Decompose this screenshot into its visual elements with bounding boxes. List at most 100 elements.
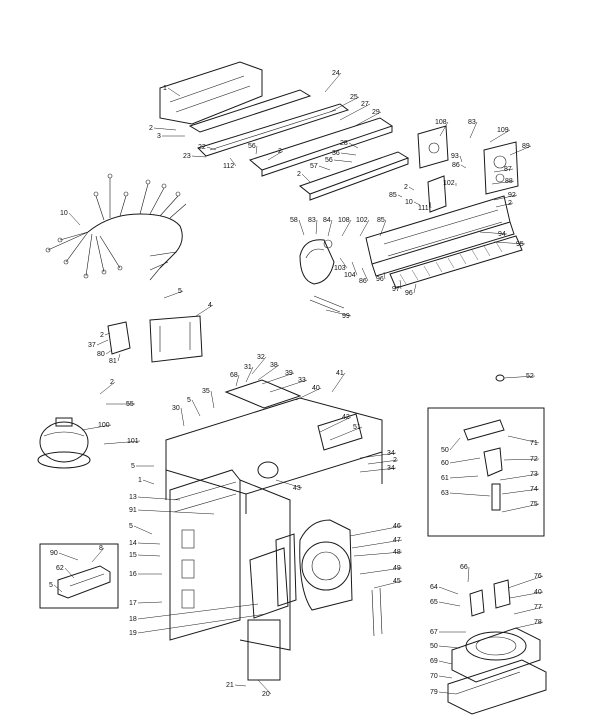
leader-line-c112 [229,157,237,167]
leader-line-c58 [298,219,305,236]
leader-line-c108b [341,219,352,237]
part-callout-c10b: 10 [60,210,68,217]
part-callout-c101: 101 [127,438,139,445]
leader-line-c64 [438,586,459,595]
leader-line-c63 [449,492,491,497]
leader-line-c48 [353,551,403,557]
leader-line-c74 [501,488,540,495]
leader-line-c103 [339,257,348,269]
leader-line-c10b [68,212,81,226]
part-callout-c76: 76 [534,573,542,580]
leader-line-c20 [257,679,272,695]
leader-line-c66 [467,566,470,583]
part-callout-c91: 91 [129,507,137,514]
part-callout-c47: 47 [393,537,401,544]
leader-line-c1b [142,479,155,485]
part-callout-c56b: 56 [325,157,333,164]
part-callout-c89: 89 [522,143,530,150]
part-callout-c103: 103 [334,265,346,272]
part-callout-c96b: 96 [405,290,413,297]
leader-line-c5b [191,399,201,417]
part-callout-c108b: 108 [338,217,350,224]
leader-line-c25 [329,96,360,113]
part-callout-c57: 57 [310,163,318,170]
leader-line-c5e [53,584,63,593]
part-callout-c3: 3 [157,133,161,140]
part-callout-c2d: 2 [404,184,408,191]
part-callout-c24: 24 [332,70,340,77]
part-callout-c5d: 5 [129,523,133,530]
leader-line-c18 [137,603,259,620]
part-callout-c63: 63 [441,490,449,497]
part-callout-c85b: 85 [377,217,385,224]
part-callout-c2g: 2 [110,379,114,386]
part-callout-c21: 21 [226,682,234,689]
part-callout-c20: 20 [262,691,270,698]
part-callout-c66: 66 [460,564,468,571]
leader-line-c41 [331,372,346,393]
leader-line-c5a [163,290,184,299]
part-callout-c13: 13 [129,494,137,501]
part-callout-c68: 68 [230,372,238,379]
leader-line-c14 [137,542,161,545]
part-callout-c56a: 56 [248,143,256,150]
part-callout-c39: 39 [285,370,293,377]
leader-line-c80 [105,349,113,355]
leader-line-c2g [99,381,116,395]
part-callout-c77: 77 [534,604,542,611]
leader-line-c30 [180,407,185,427]
part-callout-c112: 112 [223,163,234,170]
part-callout-c75: 75 [530,501,538,508]
leader-line-c102b [359,219,370,237]
leader-line-c50a [449,437,461,451]
part-callout-c108a: 108 [435,119,447,126]
leader-line-c88 [491,180,515,185]
part-callout-c83a: 83 [468,119,476,126]
part-callout-c2e: 2 [508,200,512,207]
leader-line-c83b [315,219,318,235]
part-callout-c61: 61 [441,475,449,482]
leader-line-c51 [329,426,363,441]
leader-line-c71 [507,435,540,444]
leader-line-c22 [206,146,217,151]
part-callout-c49: 49 [393,565,401,572]
leader-line-c84 [327,219,333,237]
switch-assembly-right [417,125,519,213]
control-bracket-rail [248,117,410,201]
part-callout-c15: 15 [129,552,137,559]
leader-line-c92 [493,194,518,201]
leader-line-c108a [439,121,449,137]
part-callout-c33: 33 [298,377,306,384]
leader-line-c104 [351,261,358,276]
part-callout-c1b: 1 [138,477,142,484]
part-callout-c83b: 83 [308,217,316,224]
part-callout-c79: 79 [430,689,438,696]
part-callout-c60: 60 [441,460,449,467]
part-callout-c104: 104 [344,272,356,279]
part-callout-c73: 73 [530,471,538,478]
leader-line-c4 [195,304,214,317]
part-callout-c50b: 50 [430,643,438,650]
part-callout-c1: 1 [163,85,167,92]
part-callout-c111: 111 [418,205,429,212]
leader-line-c69 [438,660,453,665]
leader-line-c94 [479,231,508,235]
part-callout-c40b: 40 [534,589,542,596]
part-callout-c28: 28 [340,140,348,147]
part-callout-c46: 46 [393,523,401,530]
leader-line-c21 [234,684,247,687]
part-callout-c51: 51 [353,424,361,431]
leader-line-c81 [117,353,121,362]
leader-line-c42 [319,416,352,433]
part-callout-c95: 95 [516,241,524,248]
leader-line-c83a [469,121,478,139]
leader-line-c5d [133,525,153,535]
part-callout-c102a: 102 [443,180,455,187]
part-callout-c5b: 5 [187,397,191,404]
part-callout-c40: 40 [312,385,320,392]
leader-line-c8 [91,547,105,563]
leader-line-c85b [379,219,387,237]
part-callout-c25: 25 [350,94,358,101]
inset-latch-assembly [427,407,545,537]
